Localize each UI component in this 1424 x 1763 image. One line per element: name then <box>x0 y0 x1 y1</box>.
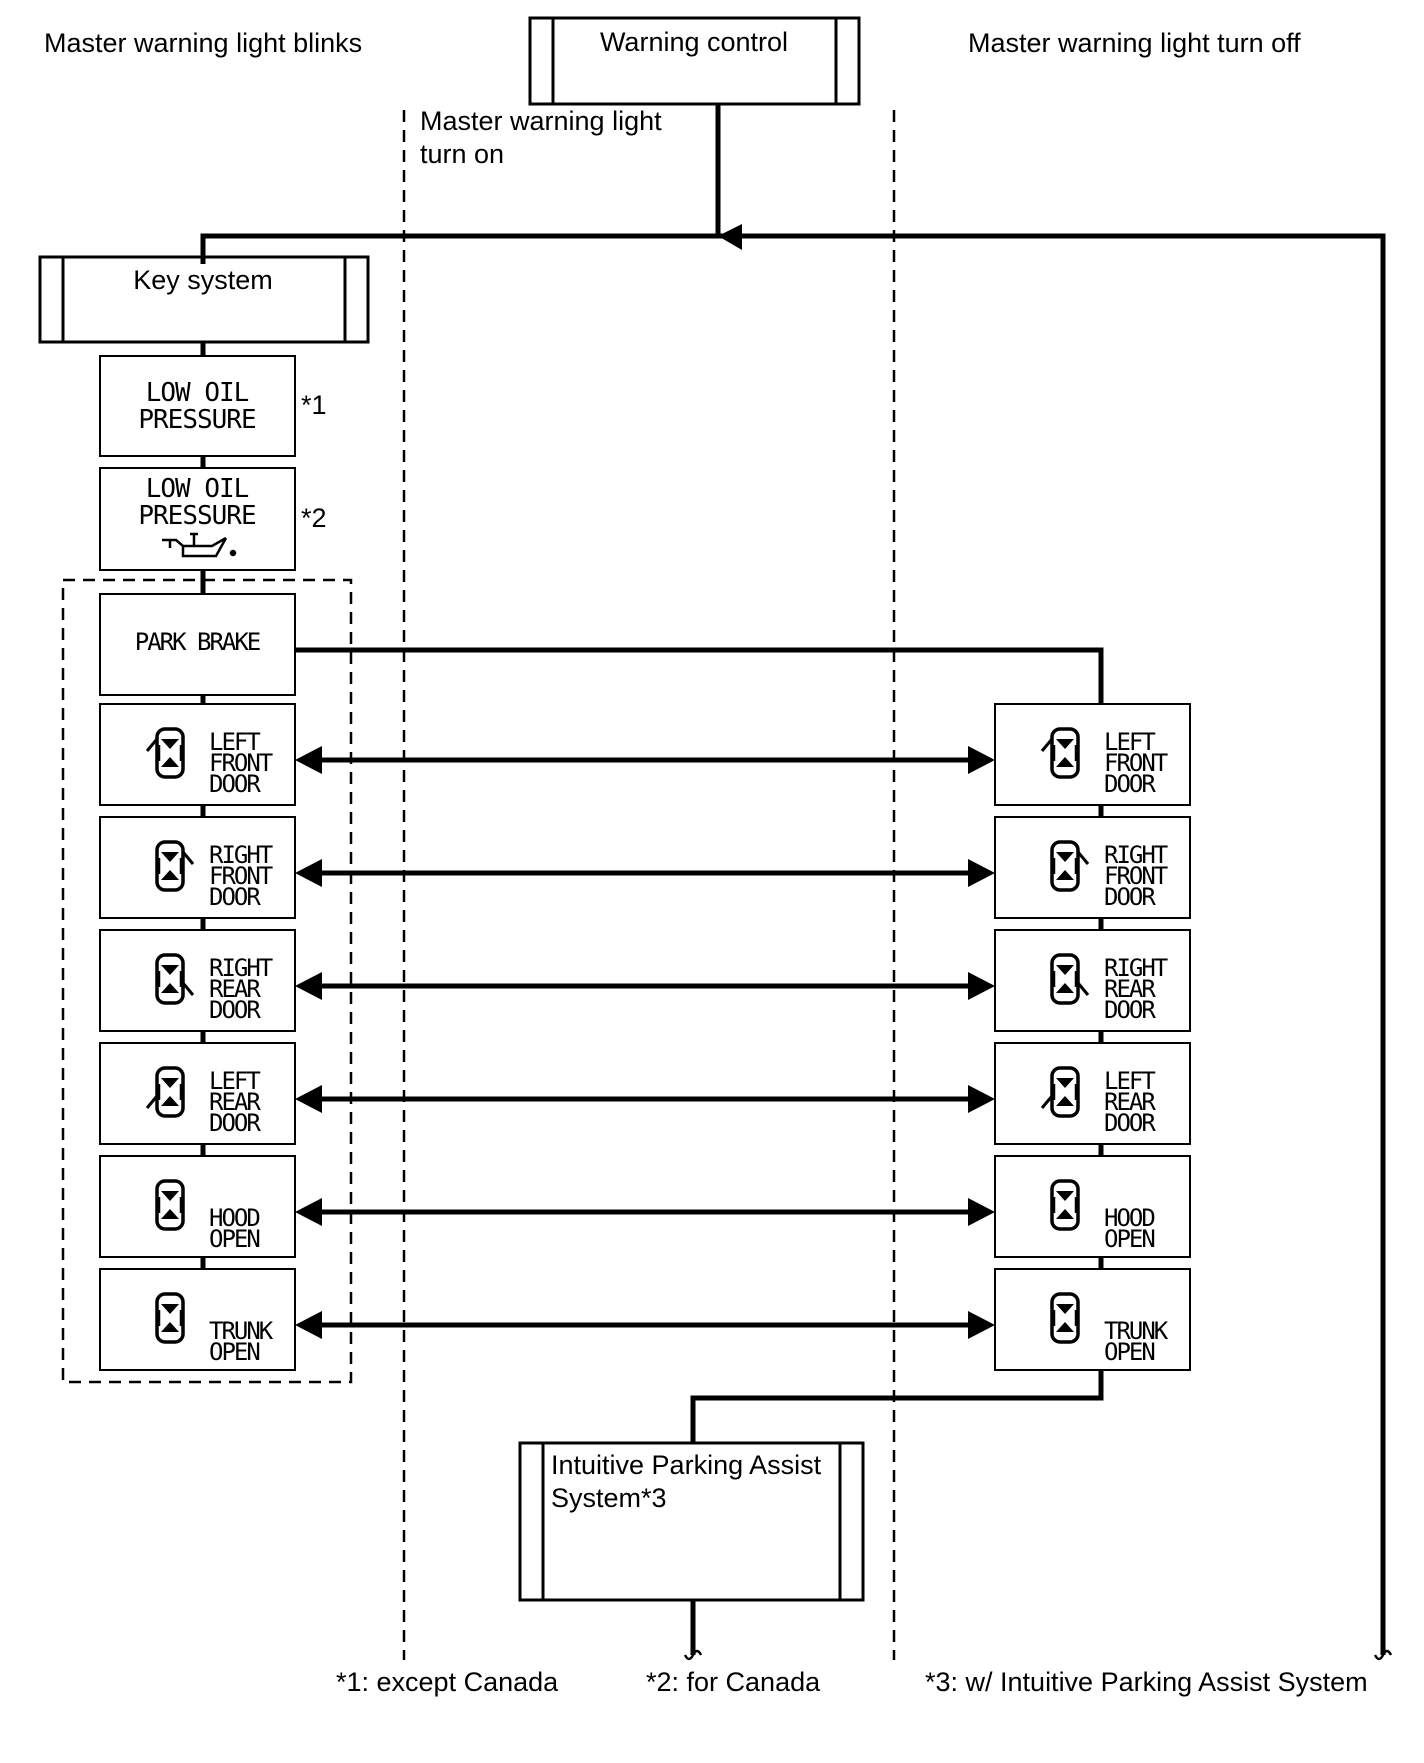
key-system-label: Key system <box>133 265 273 295</box>
footnote-3: *3: w/ Intuitive Parking Assist System <box>925 1667 1368 1697</box>
parking-assist-line2: System*3 <box>551 1483 667 1513</box>
door-label-line: RIGHT <box>209 954 273 982</box>
car-left-front-door-icon <box>1040 727 1080 779</box>
door-label-line: DOOR <box>1104 883 1156 911</box>
sync-arrow-1 <box>295 859 995 887</box>
park-brake-box: PARK BRAKE <box>99 593 296 696</box>
door-label-line: LEFT <box>209 728 260 756</box>
car-hood-icon <box>1050 1179 1080 1231</box>
note-marker-2: *2 <box>301 503 327 533</box>
door-label-line: RIGHT <box>1104 954 1168 982</box>
header-turn-off: Master warning light turn off <box>968 28 1301 58</box>
header-blinks: Master warning light blinks <box>44 28 362 58</box>
door-label-line: FRONT <box>1104 749 1168 777</box>
header-turn-on-line2: turn on <box>420 139 504 169</box>
low-oil-pressure-box-1: LOW OIL PRESSURE *1 <box>99 355 327 457</box>
door-label-line: DOOR <box>209 770 261 798</box>
car-hood-icon <box>155 1179 185 1231</box>
sync-arrow-2 <box>295 972 995 1000</box>
door-label-line: HOOD <box>209 1204 259 1232</box>
door-label-line: LEFT <box>1104 728 1155 756</box>
header-turn-on: Master warning light <box>420 106 662 136</box>
car-right-front-door-icon <box>1050 840 1090 892</box>
parking-assist-box: Intuitive Parking Assist System*3 <box>518 1441 865 1602</box>
door-label-line: OPEN <box>1104 1338 1154 1366</box>
door-label-line: REAR <box>209 975 261 1003</box>
footnote-1: *1: except Canada <box>336 1667 559 1697</box>
sync-arrow-5 <box>295 1311 995 1339</box>
door-label-line: DOOR <box>209 996 261 1024</box>
car-left-rear-door-icon <box>145 1066 185 1118</box>
door-label-line: REAR <box>1104 975 1156 1003</box>
door-label-line: LEFT <box>209 1067 260 1095</box>
parking-assist-line1: Intuitive Parking Assist <box>551 1450 822 1480</box>
low-oil-line2: PRESSURE <box>138 405 255 435</box>
door-label-line: REAR <box>209 1088 261 1116</box>
key-system-box: Key system <box>38 255 370 344</box>
door-label-line: FRONT <box>209 862 273 890</box>
door-label-line: FRONT <box>209 749 273 777</box>
warning-control-box: Warning control <box>528 16 861 106</box>
park-brake-label: PARK BRAKE <box>135 628 260 656</box>
sync-arrow-4 <box>295 1198 995 1226</box>
footnote-2: *2: for Canada <box>646 1667 821 1697</box>
oil-can-icon <box>162 532 237 558</box>
low-oil-line1: LOW OIL <box>146 474 249 504</box>
car-trunk-icon <box>155 1292 185 1344</box>
door-label-line: TRUNK <box>1104 1317 1169 1345</box>
door-label-line: DOOR <box>209 1109 261 1137</box>
car-left-rear-door-icon <box>1040 1066 1080 1118</box>
door-label-line: TRUNK <box>209 1317 274 1345</box>
sync-arrow-0 <box>295 746 995 774</box>
canada-group-frame <box>61 578 353 1384</box>
door-label-line: DOOR <box>1104 770 1156 798</box>
car-left-front-door-icon <box>145 727 185 779</box>
door-label-line: RIGHT <box>1104 841 1168 869</box>
sync-arrow-3 <box>295 1085 995 1113</box>
door-label-line: DOOR <box>1104 996 1156 1024</box>
car-right-rear-door-icon <box>1050 953 1090 1005</box>
low-oil-pressure-box-2: LOW OIL PRESSURE *2 <box>99 467 327 571</box>
flow-lines <box>200 104 1393 1661</box>
car-right-front-door-icon <box>155 840 195 892</box>
low-oil-line2: PRESSURE <box>138 501 255 531</box>
door-label-line: OPEN <box>209 1338 259 1366</box>
door-label-line: REAR <box>1104 1088 1156 1116</box>
warning-control-label: Warning control <box>600 27 788 57</box>
low-oil-line1: LOW OIL <box>146 378 249 408</box>
car-right-rear-door-icon <box>155 953 195 1005</box>
door-label-line: DOOR <box>209 883 261 911</box>
door-label-line: DOOR <box>1104 1109 1156 1137</box>
note-marker-1: *1 <box>301 390 327 420</box>
door-label-line: LEFT <box>1104 1067 1155 1095</box>
door-label-line: FRONT <box>1104 862 1168 890</box>
car-trunk-icon <box>1050 1292 1080 1344</box>
door-label-line: RIGHT <box>209 841 273 869</box>
door-label-line: HOOD <box>1104 1204 1154 1232</box>
door-label-line: OPEN <box>1104 1225 1154 1253</box>
door-label-line: OPEN <box>209 1225 259 1253</box>
